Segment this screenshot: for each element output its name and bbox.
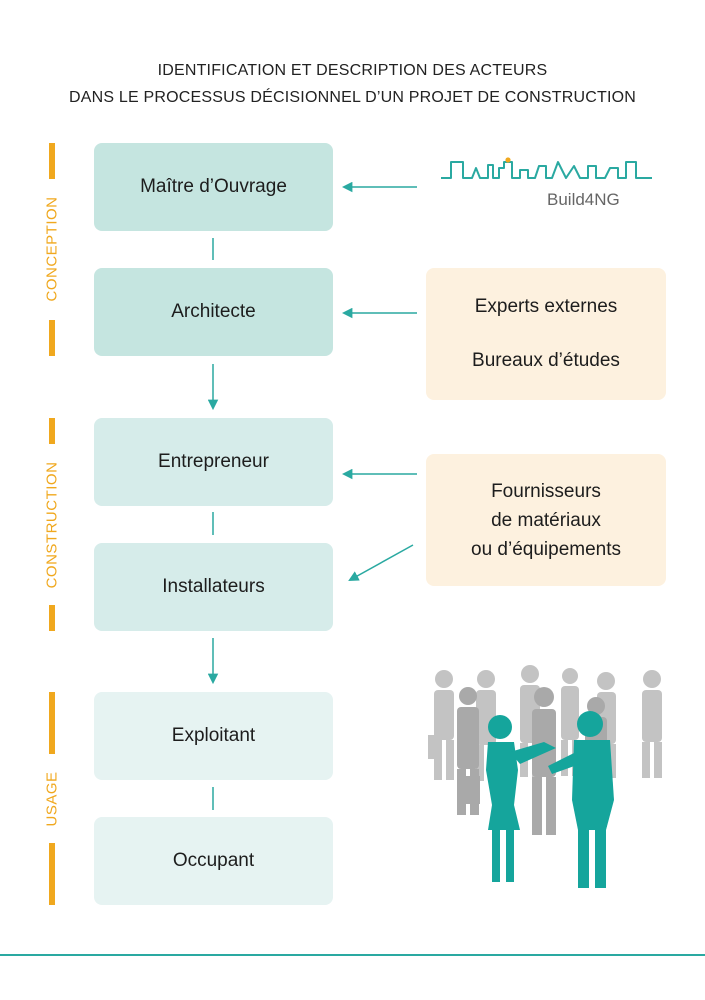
actor-exploitant-label: Exploitant bbox=[171, 725, 256, 746]
conception-bar-top bbox=[49, 143, 55, 179]
side-box-experts-label: Experts externes bbox=[474, 296, 618, 317]
construction-bar-top bbox=[49, 418, 55, 444]
side-box-fournisseurs-line-3: ou d’équipements bbox=[471, 538, 621, 560]
construction-bar-bottom bbox=[49, 605, 55, 631]
side-box-experts: Experts externes Bureaux d’études bbox=[426, 268, 666, 400]
usage-bar-bottom bbox=[49, 843, 55, 905]
side-box-bureaux-label: Bureaux d’études bbox=[472, 350, 620, 371]
actor-occupant-label: Occupant bbox=[172, 850, 255, 871]
arrow-fournisseurs-installateurs bbox=[348, 544, 414, 582]
build4ng-logo-icon bbox=[441, 161, 652, 179]
people-group-icon bbox=[428, 665, 662, 888]
logo-text: Build4NG bbox=[547, 190, 620, 209]
logo-dot-icon bbox=[505, 157, 511, 163]
actor-maitre-ouvrage: Maître d’Ouvrage bbox=[94, 143, 333, 231]
side-box-fournisseurs-line-2: de matériaux bbox=[491, 509, 601, 531]
actor-occupant: Occupant bbox=[94, 817, 333, 905]
title-line-1: IDENTIFICATION ET DESCRIPTION DES ACTEUR… bbox=[157, 62, 548, 79]
usage-bar-top bbox=[49, 692, 55, 754]
actor-exploitant: Exploitant bbox=[94, 692, 333, 780]
actor-installateurs: Installateurs bbox=[94, 543, 333, 631]
actor-installateurs-label: Installateurs bbox=[162, 576, 265, 597]
bottom-rule bbox=[0, 954, 705, 956]
title-line-2: DANS LE PROCESSUS DÉCISIONNEL D’UN PROJE… bbox=[68, 89, 637, 106]
side-box-fournisseurs: Fournisseurs de matériaux ou d’équipemen… bbox=[426, 454, 666, 586]
actor-maitre-ouvrage-label: Maître d’Ouvrage bbox=[140, 176, 287, 197]
actor-entrepreneur: Entrepreneur bbox=[94, 418, 333, 506]
actor-entrepreneur-label: Entrepreneur bbox=[158, 451, 269, 472]
actor-architecte-label: Architecte bbox=[171, 301, 256, 322]
side-box-fournisseurs-line-1: Fournisseurs bbox=[491, 480, 601, 502]
actor-architecte: Architecte bbox=[94, 268, 333, 356]
conception-bar-bottom bbox=[49, 320, 55, 356]
